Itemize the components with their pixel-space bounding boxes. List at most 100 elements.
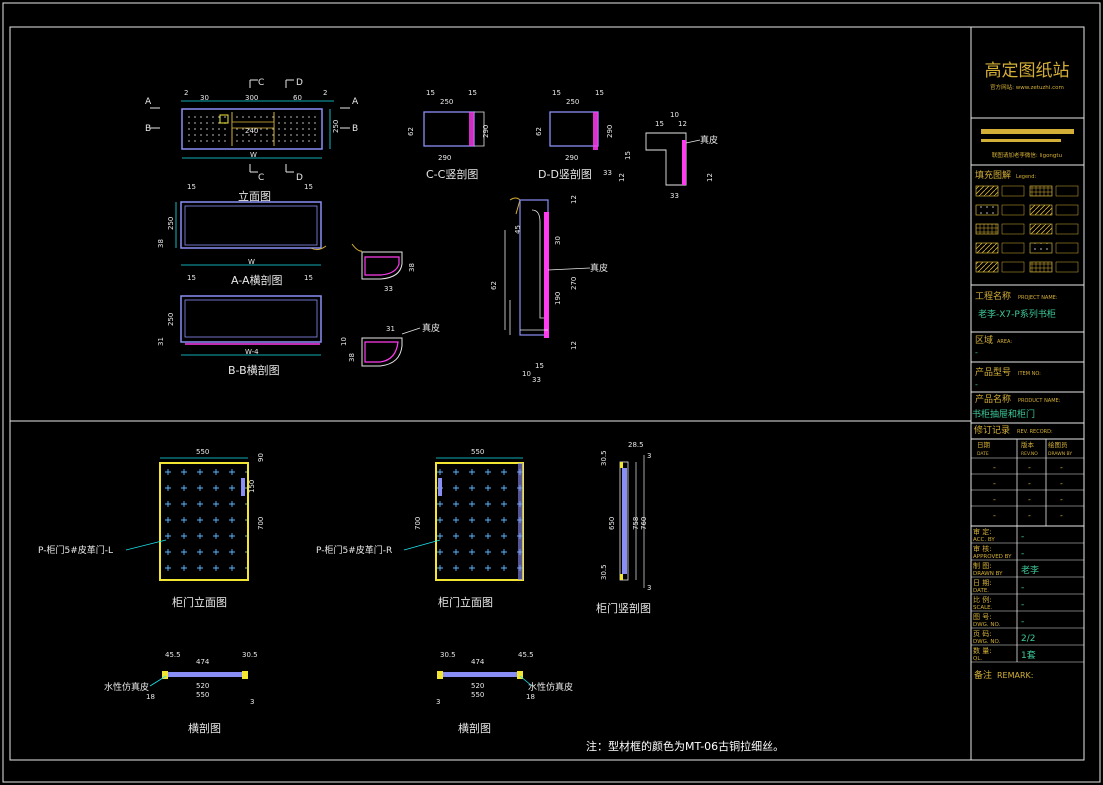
- dim-15-bb-right: 15: [304, 274, 313, 282]
- dim-240: 240: [245, 127, 258, 135]
- dim-12-ddd-r: 12: [706, 173, 714, 182]
- dim-15-cc-b: 15: [468, 89, 477, 97]
- rev-header-en: DATE: [977, 451, 989, 457]
- rev-cell: -: [1028, 511, 1031, 520]
- dim-45-5-r: 45.5: [518, 651, 534, 659]
- dim-33-aa-detail: 33: [384, 285, 393, 293]
- legend-swatch: [1029, 204, 1079, 216]
- rev-header: 日期: [977, 441, 991, 449]
- sec-mark-c-top: C: [258, 78, 264, 88]
- elevation-fill-right: [276, 112, 319, 146]
- leather-label-bb: 真皮: [422, 322, 440, 334]
- brand-name: 高定图纸站: [985, 61, 1070, 81]
- hsec-title-l: 横剖图: [188, 721, 221, 735]
- dim-3-r: 3: [436, 698, 440, 706]
- product-label: 产品名称: [975, 393, 1011, 405]
- area-value: -: [975, 348, 978, 357]
- brand-bar-2: [981, 139, 1061, 142]
- dd-section: 15 250 15 62 290 290 33 D-D竖剖图: [535, 89, 614, 181]
- item-value: -: [975, 380, 978, 389]
- project-en: PROJECT NAME:: [1018, 295, 1058, 301]
- dim-520-r: 520: [471, 682, 484, 690]
- dim-250-aa: 250: [167, 217, 175, 230]
- elevation-fill-mid: [232, 112, 274, 146]
- dim-3-l: 3: [250, 698, 254, 706]
- dim-15-side: 15: [535, 362, 544, 370]
- sign-field-en: ACC. BY: [973, 537, 995, 543]
- dim-250-dd: 250: [566, 98, 579, 106]
- dim-12-side-bottom: 12: [570, 341, 578, 350]
- aa-inner: [184, 205, 318, 246]
- dim-33-dd: 33: [603, 169, 612, 177]
- dim-10-side: 10: [522, 370, 531, 378]
- door-r-title: 柜门立面图: [438, 595, 493, 609]
- sec-mark-a-right: A: [352, 97, 359, 107]
- door-left: 550 90 150 700 P-柜门5#皮革门-L 柜门立面图: [38, 448, 265, 609]
- area-label: 区域: [975, 334, 993, 346]
- dim-550-l: 550: [196, 691, 209, 699]
- rev-cell: -: [993, 479, 996, 488]
- sign-field-value: -: [1021, 617, 1024, 627]
- dim-12-ddd: 12: [678, 120, 687, 128]
- dim-30-5-top: 30.5: [600, 450, 608, 466]
- sign-field-label: 图 号:: [973, 613, 992, 621]
- sec-mark-d-bottom: D: [296, 173, 303, 183]
- product-en: PRODUCT NAME:: [1018, 398, 1061, 404]
- product-value: 书柜抽屉和柜门: [972, 408, 1035, 420]
- drawer-pull-bar: [231, 121, 275, 129]
- dim-38-bb-detail: 38: [348, 353, 356, 362]
- bb-inner: [184, 299, 318, 338]
- dd-title: D-D竖剖图: [538, 167, 592, 181]
- legend-swatch: [1029, 242, 1079, 254]
- dim-w-elev: W: [250, 151, 257, 159]
- rev-header-en: REV.NO: [1021, 451, 1038, 457]
- water-leather-r: 水性仿真皮: [528, 681, 573, 693]
- rev-cell: -: [1060, 495, 1063, 504]
- dim-15-bb-left: 15: [187, 274, 196, 282]
- dim-62-side: 62: [490, 281, 498, 290]
- legend-swatches: [975, 185, 1079, 273]
- dim-28-5: 28.5: [628, 441, 644, 449]
- rev-header: 绘图员: [1048, 440, 1068, 449]
- legend-swatch: [1029, 223, 1079, 235]
- sign-field-en: DWG. NO.: [973, 639, 1001, 645]
- dim-45-side: 45: [514, 225, 522, 234]
- rev-cell: -: [993, 511, 996, 520]
- dim-15-aa-left: 15: [187, 183, 196, 191]
- rev-cell: -: [1028, 479, 1031, 488]
- dim-10-ddd: 10: [670, 111, 679, 119]
- dim-15-dd-b: 15: [595, 89, 604, 97]
- cc-body: [423, 111, 475, 147]
- dim-550-door-l: 550: [196, 448, 209, 456]
- rev-cell: -: [993, 495, 996, 504]
- sign-field-label: 制 图:: [973, 561, 992, 570]
- door-vertical-section: 28.5 30.5 650 758 760 30.5 3 3 柜门竖剖图: [596, 441, 651, 615]
- sec-mark-a-left: A: [145, 97, 152, 107]
- material-note: 注：型材框的颜色为MT-06古铜拉细丝。: [586, 739, 784, 753]
- dim-270-side: 270: [570, 277, 578, 290]
- dim-30-left: 30: [200, 94, 209, 102]
- sign-field-en: DATE.: [973, 588, 989, 594]
- dim-30-5-l: 30.5: [242, 651, 258, 659]
- dim-550-r: 550: [471, 691, 484, 699]
- aa-section: 15 15 250 38 W A-A横剖图 38 33: [157, 183, 416, 293]
- dim-250-bb: 250: [167, 313, 175, 326]
- dim-190-side: 190: [554, 292, 562, 305]
- sec-mark-d-top: D: [296, 78, 303, 88]
- aa-detail: [361, 251, 403, 280]
- dim-w4: W-4: [245, 348, 259, 356]
- sign-field-en: QL.: [973, 656, 982, 662]
- dim-290-dd: 290: [565, 154, 578, 162]
- water-leather-l: 水性仿真皮: [104, 681, 149, 693]
- rev-cell: -: [1028, 495, 1031, 504]
- hsec-title-r: 横剖图: [458, 721, 491, 735]
- dim-15-aa-right: 15: [304, 183, 313, 191]
- sign-field-value: -: [1021, 583, 1024, 593]
- sign-field-label: 数 量:: [973, 646, 992, 655]
- dim-62-dd: 62: [535, 127, 543, 136]
- sec-mark-b-right: B: [352, 124, 358, 134]
- dim-290-cc: 290: [438, 154, 451, 162]
- drawer-handle: [219, 114, 229, 124]
- dd-detail: 10 15 12 真皮 15 12 12 33: [618, 111, 718, 200]
